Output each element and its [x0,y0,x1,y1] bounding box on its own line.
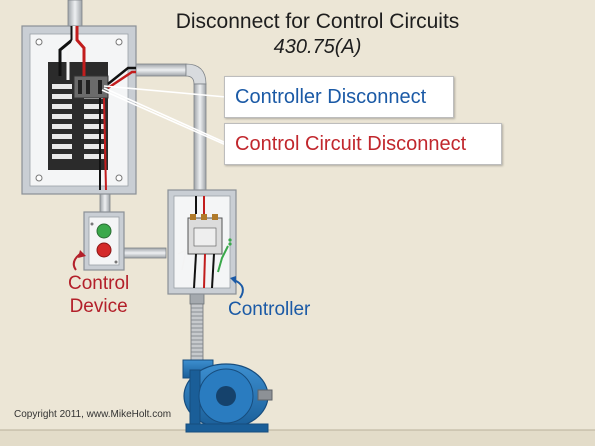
control-device-label-line2: Device [69,296,128,317]
controller [167,189,237,295]
floor [0,429,595,446]
code-reference: 430.75(A) [273,36,362,58]
control-device-label: Control Device [68,272,129,318]
page-title: Disconnect for Control Circuits [175,10,460,33]
control-device [83,211,125,271]
controller-label: Controller [228,299,311,320]
motor [182,359,273,433]
callout-control-circuit-disconnect-text: Control Circuit Disconnect [235,132,467,155]
control-device-label-line1: Control [68,273,130,294]
copyright-notice: Copyright 2011, www.MikeHolt.com [14,409,172,420]
callout-pointers [101,85,227,146]
callout-control-circuit-disconnect: Control Circuit Disconnect [224,123,502,165]
controller-pointer-arrow [230,276,244,299]
callout-controller-disconnect-text: Controller Disconnect [235,85,427,108]
conduit-device-to-controller [123,247,167,259]
panelboard [21,25,137,195]
device-pointer-arrow [72,250,86,271]
flex-conduit [189,291,205,363]
conduit-panel-to-controller [135,63,207,193]
callout-controller-disconnect: Controller Disconnect [224,76,454,118]
